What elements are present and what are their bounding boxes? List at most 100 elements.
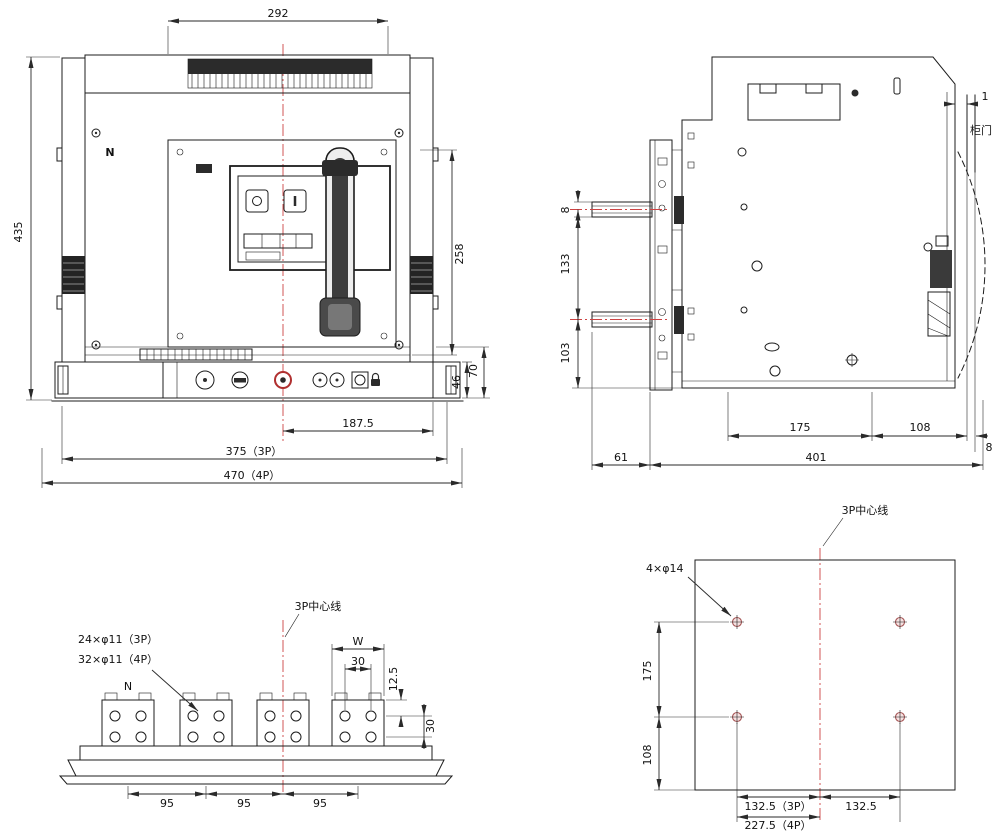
mounting-hole bbox=[730, 615, 744, 629]
holes-4p-label: 32×φ11（4P） bbox=[78, 653, 158, 666]
racking-mechanism bbox=[927, 151, 986, 379]
hole-callout: 24×φ11（3P） 32×φ11（4P） bbox=[78, 633, 199, 712]
dim-text-292: 292 bbox=[268, 7, 289, 20]
centerline-callout: 3P中心线 bbox=[284, 599, 342, 638]
dim-text-70: 70 bbox=[467, 364, 480, 378]
cradle-frame bbox=[56, 57, 439, 363]
terminal-centerline-label: 3P中心线 bbox=[295, 599, 342, 613]
dim-text-175-side: 175 bbox=[790, 421, 811, 434]
dim-text-435: 435 bbox=[12, 222, 25, 243]
mounting-rail bbox=[649, 139, 682, 391]
dim-front-panel-height: 258 bbox=[412, 149, 466, 356]
terminal-view: N 24×φ11（3P） 32×φ11（4P） 3P中心线 W 30 12.5 bbox=[58, 599, 454, 810]
dim-side-133: 133 bbox=[559, 209, 581, 320]
dim-text-12-5: 12.5 bbox=[387, 667, 400, 692]
dim-front-width-3p: 375（3P） bbox=[61, 402, 448, 464]
dim-terminal-30-side: 30 bbox=[386, 704, 437, 749]
dim-side-103: 103 bbox=[559, 319, 682, 389]
mounting-view: 3P中心线 4×φ14 175 108 1 bbox=[641, 503, 956, 831]
dim-mounting-175: 175 bbox=[641, 621, 729, 718]
dim-front-187-5: 187.5 bbox=[283, 402, 434, 436]
trip-unit bbox=[229, 165, 391, 271]
dim-side-108: 108 bbox=[872, 172, 976, 452]
dim-text-258: 258 bbox=[453, 244, 466, 265]
dim-text-30-top: 30 bbox=[351, 655, 365, 668]
face-screws bbox=[91, 128, 404, 350]
mechanism-panel bbox=[162, 361, 434, 399]
plate-holes bbox=[687, 132, 941, 377]
dim-front-46: 46 bbox=[450, 361, 472, 398]
close-button bbox=[283, 189, 307, 213]
terminal-block-c bbox=[331, 692, 385, 747]
dim-side-401: 401 bbox=[650, 400, 984, 470]
dim-text-375-3p: 375（3P） bbox=[226, 445, 283, 458]
left-latch bbox=[62, 256, 85, 294]
counter-window bbox=[243, 233, 313, 261]
fixing-screw bbox=[845, 353, 859, 367]
cabinet-door: 柜门 bbox=[966, 94, 992, 173]
dim-terminal-30-top: 30 bbox=[344, 655, 372, 710]
dim-text-30-side: 30 bbox=[424, 719, 437, 733]
body-panel bbox=[84, 92, 411, 363]
terminal-block-b bbox=[256, 692, 310, 747]
centerline-callout-mounting: 3P中心线 bbox=[822, 503, 889, 547]
pivot-dot bbox=[851, 89, 859, 97]
neutral-pole-label: N bbox=[105, 146, 114, 159]
shutter-screw bbox=[231, 371, 249, 389]
key-lock bbox=[351, 371, 369, 389]
lower-terminal-bar bbox=[570, 306, 684, 334]
terminal-block-a bbox=[179, 692, 233, 747]
dim-text-8-left: 8 bbox=[559, 207, 572, 214]
padlock-icon bbox=[371, 372, 380, 386]
rack-rail bbox=[139, 348, 253, 361]
dim-text-8-right: 8 bbox=[986, 441, 993, 454]
dim-terminal-w: W bbox=[331, 635, 385, 696]
vent-grille bbox=[187, 58, 373, 89]
side-view: 柜门 1 8 133 103 175 bbox=[559, 56, 993, 470]
base-assembly bbox=[51, 361, 464, 402]
mounting-holes bbox=[730, 615, 907, 724]
mounting-hole bbox=[730, 710, 744, 724]
dim-mounting-bottom: 132.5（3P） 132.5 227.5（4P） bbox=[736, 723, 901, 831]
top-cutout bbox=[747, 83, 841, 121]
dim-text-175-mount: 175 bbox=[641, 661, 654, 682]
dim-text-133: 133 bbox=[559, 254, 572, 275]
mounting-hole-callout: 4×φ14 bbox=[646, 562, 732, 617]
open-button-icon bbox=[252, 196, 262, 206]
hook-slot bbox=[893, 77, 901, 95]
dim-front-top-width: 292 bbox=[167, 7, 389, 54]
charging-handle bbox=[319, 147, 361, 337]
upper-terminal-bar bbox=[570, 196, 684, 224]
dim-side-175: 175 bbox=[727, 392, 873, 441]
dim-text-95-2: 95 bbox=[237, 797, 251, 810]
mounting-holes-label: 4×φ14 bbox=[646, 562, 683, 575]
release-hole bbox=[195, 370, 215, 390]
terminal-n-label: N bbox=[124, 680, 132, 693]
reset-button bbox=[274, 371, 292, 389]
charge-indicator bbox=[312, 372, 345, 388]
escutcheon bbox=[167, 139, 397, 348]
dim-front-height: 435 bbox=[12, 56, 60, 401]
dim-front-70: 70 bbox=[436, 346, 490, 399]
dim-front-width-4p: 470（4P） bbox=[41, 448, 463, 488]
dim-text-1: 1 bbox=[982, 90, 989, 103]
dim-text-187-5: 187.5 bbox=[342, 417, 374, 430]
swing-envelope-arc bbox=[957, 151, 986, 379]
vent-teeth bbox=[191, 74, 367, 88]
mounting-hole bbox=[893, 615, 907, 629]
dim-text-108-side: 108 bbox=[910, 421, 931, 434]
mounting-centerline-label: 3P中心线 bbox=[842, 503, 889, 517]
dim-terminal-12-5: 12.5 bbox=[386, 667, 432, 727]
dim-terminal-pitch: 95 95 95 bbox=[127, 786, 359, 810]
dim-side-door-gap: 1 bbox=[944, 90, 989, 107]
dim-text-61: 61 bbox=[614, 451, 628, 464]
dim-text-401: 401 bbox=[806, 451, 827, 464]
dim-text-132-5: 132.5 bbox=[845, 800, 877, 813]
dim-mounting-108: 108 bbox=[641, 717, 695, 791]
dim-text-95-1: 95 bbox=[160, 797, 174, 810]
right-latch bbox=[410, 256, 433, 294]
holes-3p-label: 24×φ11（3P） bbox=[78, 633, 158, 646]
dim-text-w: W bbox=[353, 635, 364, 648]
